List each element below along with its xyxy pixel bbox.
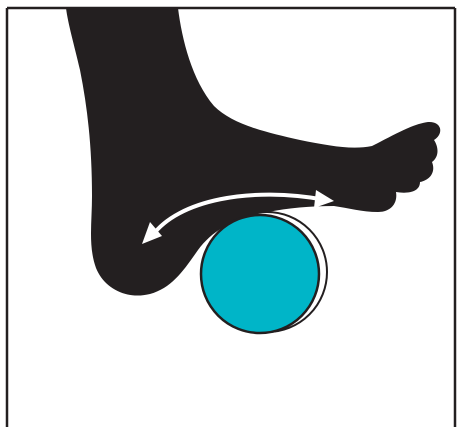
massage-ball-icon xyxy=(201,215,319,333)
